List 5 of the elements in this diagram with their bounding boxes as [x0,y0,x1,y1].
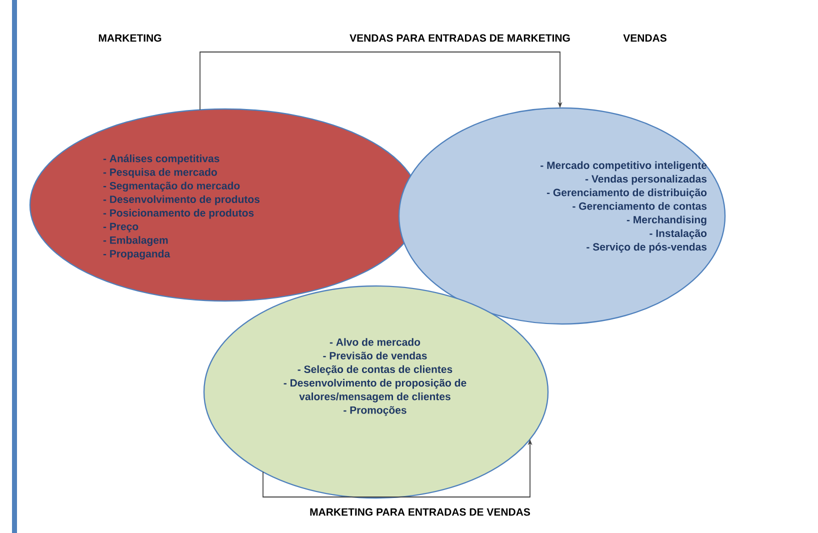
heading: MARKETING [98,34,162,42]
edge-label: VENDAS PARA ENTRADAS DE MARKETING [350,34,570,42]
arrow [200,52,562,110]
edge-label: MARKETING PARA ENTRADAS DE VENDAS [310,508,530,516]
heading: VENDAS [623,34,666,42]
